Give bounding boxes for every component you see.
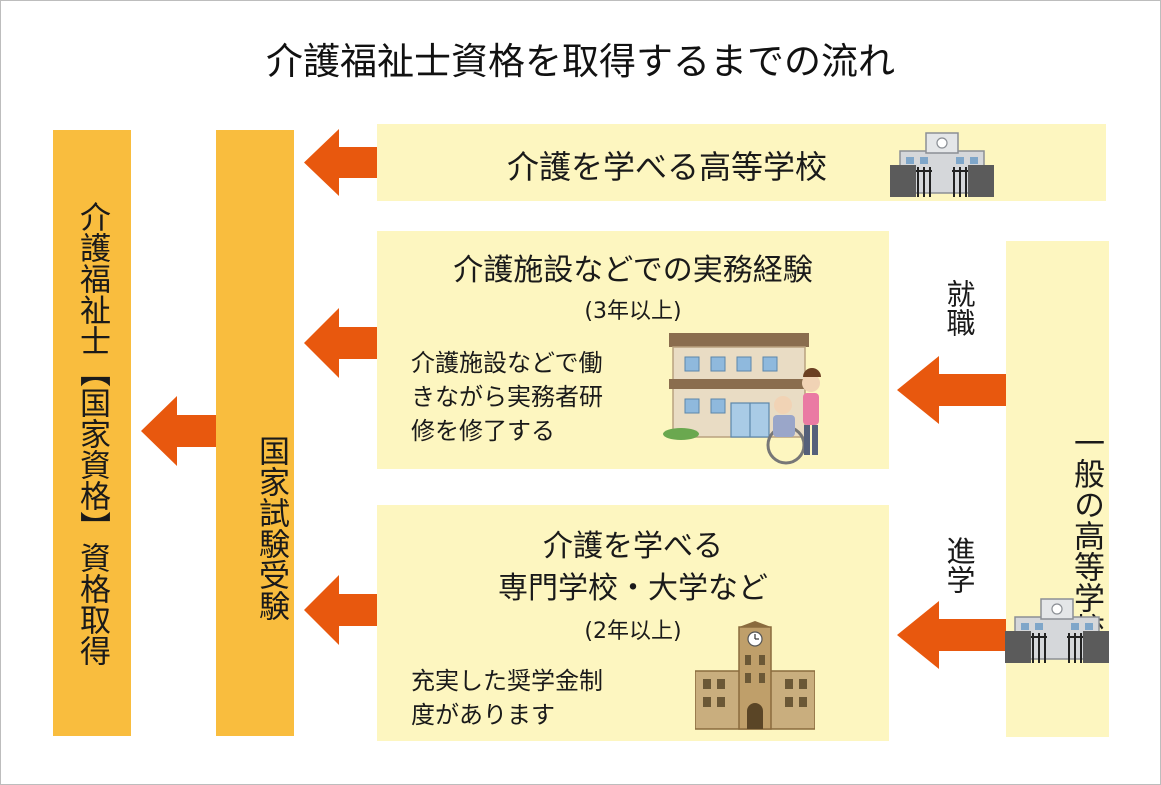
- advance-label: 進学: [942, 536, 976, 594]
- school-route-note-2: 度があります: [411, 701, 555, 729]
- school-route-title-2: 専門学校・大学など: [498, 571, 768, 606]
- result-label: 介護福祉士【国家資格】資格取得: [74, 200, 111, 666]
- work-route-note-2: きながら実務者研: [411, 383, 603, 411]
- school-route-title-1: 介護を学べる: [543, 529, 723, 564]
- university-building-icon: [695, 621, 815, 730]
- care-facility-icon: [663, 333, 821, 465]
- employment-label: 就職: [942, 279, 976, 337]
- arrow-school-to-exam: [304, 575, 377, 645]
- high-school-building-icon: [890, 132, 994, 197]
- arrow-exam-to-result: [141, 396, 216, 466]
- exam-label: 国家試験受験: [253, 435, 289, 621]
- work-route-years: (3年以上): [584, 299, 682, 324]
- arrow-general-to-school: [897, 601, 1006, 669]
- general-high-school-building-icon: [1005, 598, 1109, 663]
- school-route-box: 介護を学べる 専門学校・大学など (2年以上) 充実した奨学金制 度があります: [377, 505, 889, 741]
- arrow-work-to-exam: [304, 308, 377, 378]
- high-school-route-box: 介護を学べる高等学校: [377, 124, 1106, 201]
- work-route-note-1: 介護施設などで働: [411, 349, 603, 377]
- result-box: 介護福祉士【国家資格】資格取得: [53, 130, 131, 736]
- high-school-route-label: 介護を学べる高等学校: [507, 148, 828, 186]
- arrow-high-school-to-exam: [304, 129, 377, 196]
- school-route-years: (2年以上): [584, 619, 682, 644]
- page-title: 介護福祉士資格を取得するまでの流れ: [266, 40, 895, 83]
- work-route-note-3: 修を修了する: [411, 417, 555, 445]
- school-route-note-1: 充実した奨学金制: [411, 667, 603, 695]
- arrow-general-to-work: [897, 356, 1006, 424]
- general-high-school-label: 一般の高等学校: [1068, 426, 1104, 644]
- exam-box: 国家試験受験: [216, 130, 294, 736]
- work-route-title: 介護施設などでの実務経験: [453, 253, 813, 288]
